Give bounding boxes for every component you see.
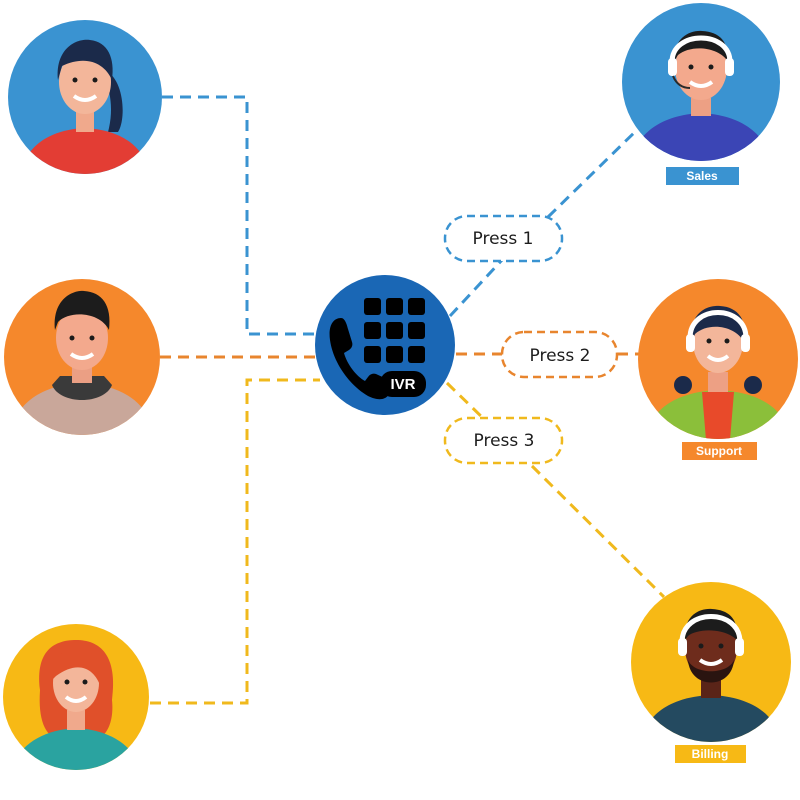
connector-hub-press3: [445, 381, 487, 422]
sales-tag: Sales: [666, 167, 739, 185]
phone-keypad-icon: [329, 298, 426, 400]
support-tag: Support: [682, 442, 757, 460]
billing-tag-label: Billing: [692, 747, 729, 761]
billing-agent-avatar: [631, 582, 791, 742]
caller-redhead-avatar: [3, 624, 149, 770]
support-tag-label: Support: [696, 444, 742, 458]
sales-agent-avatar: [622, 3, 780, 161]
caller-woman-avatar: [8, 20, 162, 174]
connector-hub-press1: [448, 258, 504, 318]
connector-press3-billing: [530, 464, 666, 599]
ivr-hub: IVR: [315, 275, 455, 415]
man-caller-icon: [10, 290, 154, 435]
connector-caller-3: [150, 378, 320, 705]
press-option-1-label: Press 1: [473, 229, 534, 249]
press-option-1: Press 1: [443, 214, 564, 263]
press-option-2: Press 2: [500, 330, 619, 379]
press-option-3-label: Press 3: [474, 431, 535, 451]
support-agent-avatar: [638, 279, 798, 439]
sales-tag-label: Sales: [686, 169, 718, 183]
billing-tag: Billing: [675, 745, 746, 763]
connector-caller-1: [162, 95, 318, 336]
press-option-2-label: Press 2: [530, 346, 591, 366]
ivr-hub-label: IVR: [390, 376, 415, 393]
press-option-3: Press 3: [443, 416, 564, 465]
caller-man-avatar: [4, 279, 160, 435]
connector-press1-sales: [546, 125, 642, 219]
